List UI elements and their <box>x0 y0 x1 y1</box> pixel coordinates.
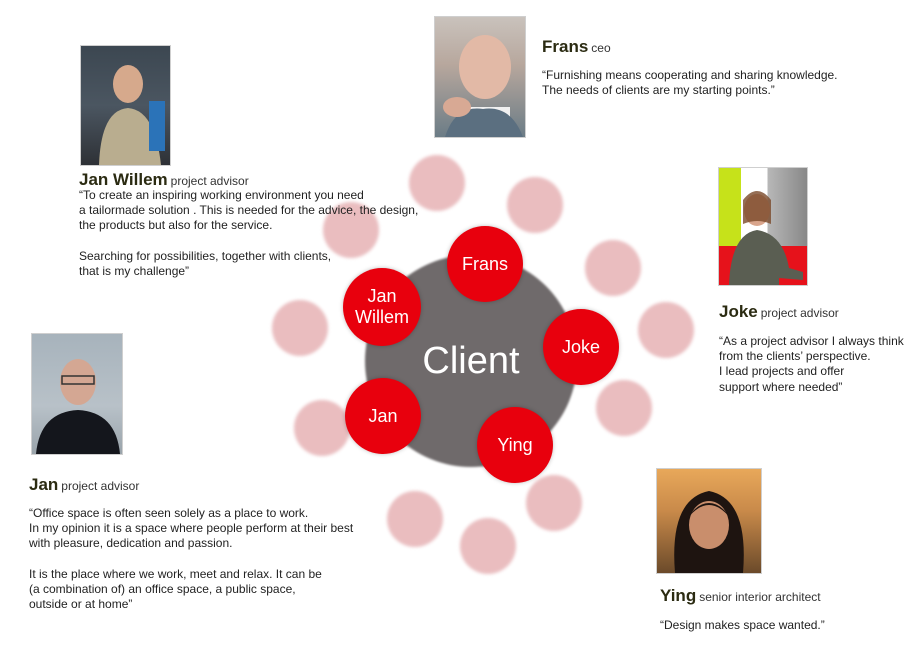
frans-quote: “Furnishing means cooperating and sharin… <box>542 68 838 98</box>
jan-photo <box>31 333 123 455</box>
bubble-joke[interactable]: Joke <box>543 309 619 385</box>
person-silhouette-icon <box>443 35 523 137</box>
decorative-dot <box>638 302 694 358</box>
jan-willem-photo <box>80 45 171 166</box>
bubble-ying[interactable]: Ying <box>477 407 553 483</box>
ying-name: Ying <box>660 586 697 605</box>
ying-quote: “Design makes space wanted.” <box>660 618 825 632</box>
person-silhouette-icon <box>674 491 744 573</box>
frans-photo <box>434 16 526 138</box>
joke-role: project advisor <box>760 306 839 320</box>
decorative-dot <box>596 380 652 436</box>
decorative-dot <box>460 518 516 574</box>
jan-role: project advisor <box>61 479 140 493</box>
ying-role: senior interior architect <box>699 590 821 604</box>
ying-photo <box>656 468 762 574</box>
bubble-jan[interactable]: Jan <box>345 378 421 454</box>
bubble-frans[interactable]: Frans <box>447 226 523 302</box>
decorative-dot <box>323 202 379 258</box>
decorative-dot <box>272 300 328 356</box>
decorative-dot <box>409 155 465 211</box>
jan-willem-role: project advisor <box>170 174 249 188</box>
joke-photo <box>718 167 808 286</box>
decorative-dot <box>294 400 350 456</box>
person-silhouette-icon <box>719 191 807 285</box>
jan-willem-quote: “To create an inspiring working environm… <box>79 188 419 279</box>
joke-name: Joke <box>719 302 758 321</box>
frans-role: ceo <box>591 41 611 55</box>
frans-name: Frans <box>542 37 589 56</box>
jan-name: Jan <box>29 475 59 494</box>
decorative-dot <box>387 491 443 547</box>
decorative-dot <box>526 475 582 531</box>
decorative-dot <box>585 240 641 296</box>
person-silhouette-icon <box>36 359 120 454</box>
jan-quote: “Office space is often seen solely as a … <box>29 506 354 612</box>
client-label: Client <box>422 340 520 382</box>
decorative-dot <box>507 177 563 233</box>
person-silhouette-icon <box>99 65 165 165</box>
jan-willem-name: Jan Willem <box>79 170 168 189</box>
bubble-jan-willem[interactable]: Jan Willem <box>343 268 421 346</box>
joke-quote: “As a project advisor I always think fro… <box>719 334 904 394</box>
